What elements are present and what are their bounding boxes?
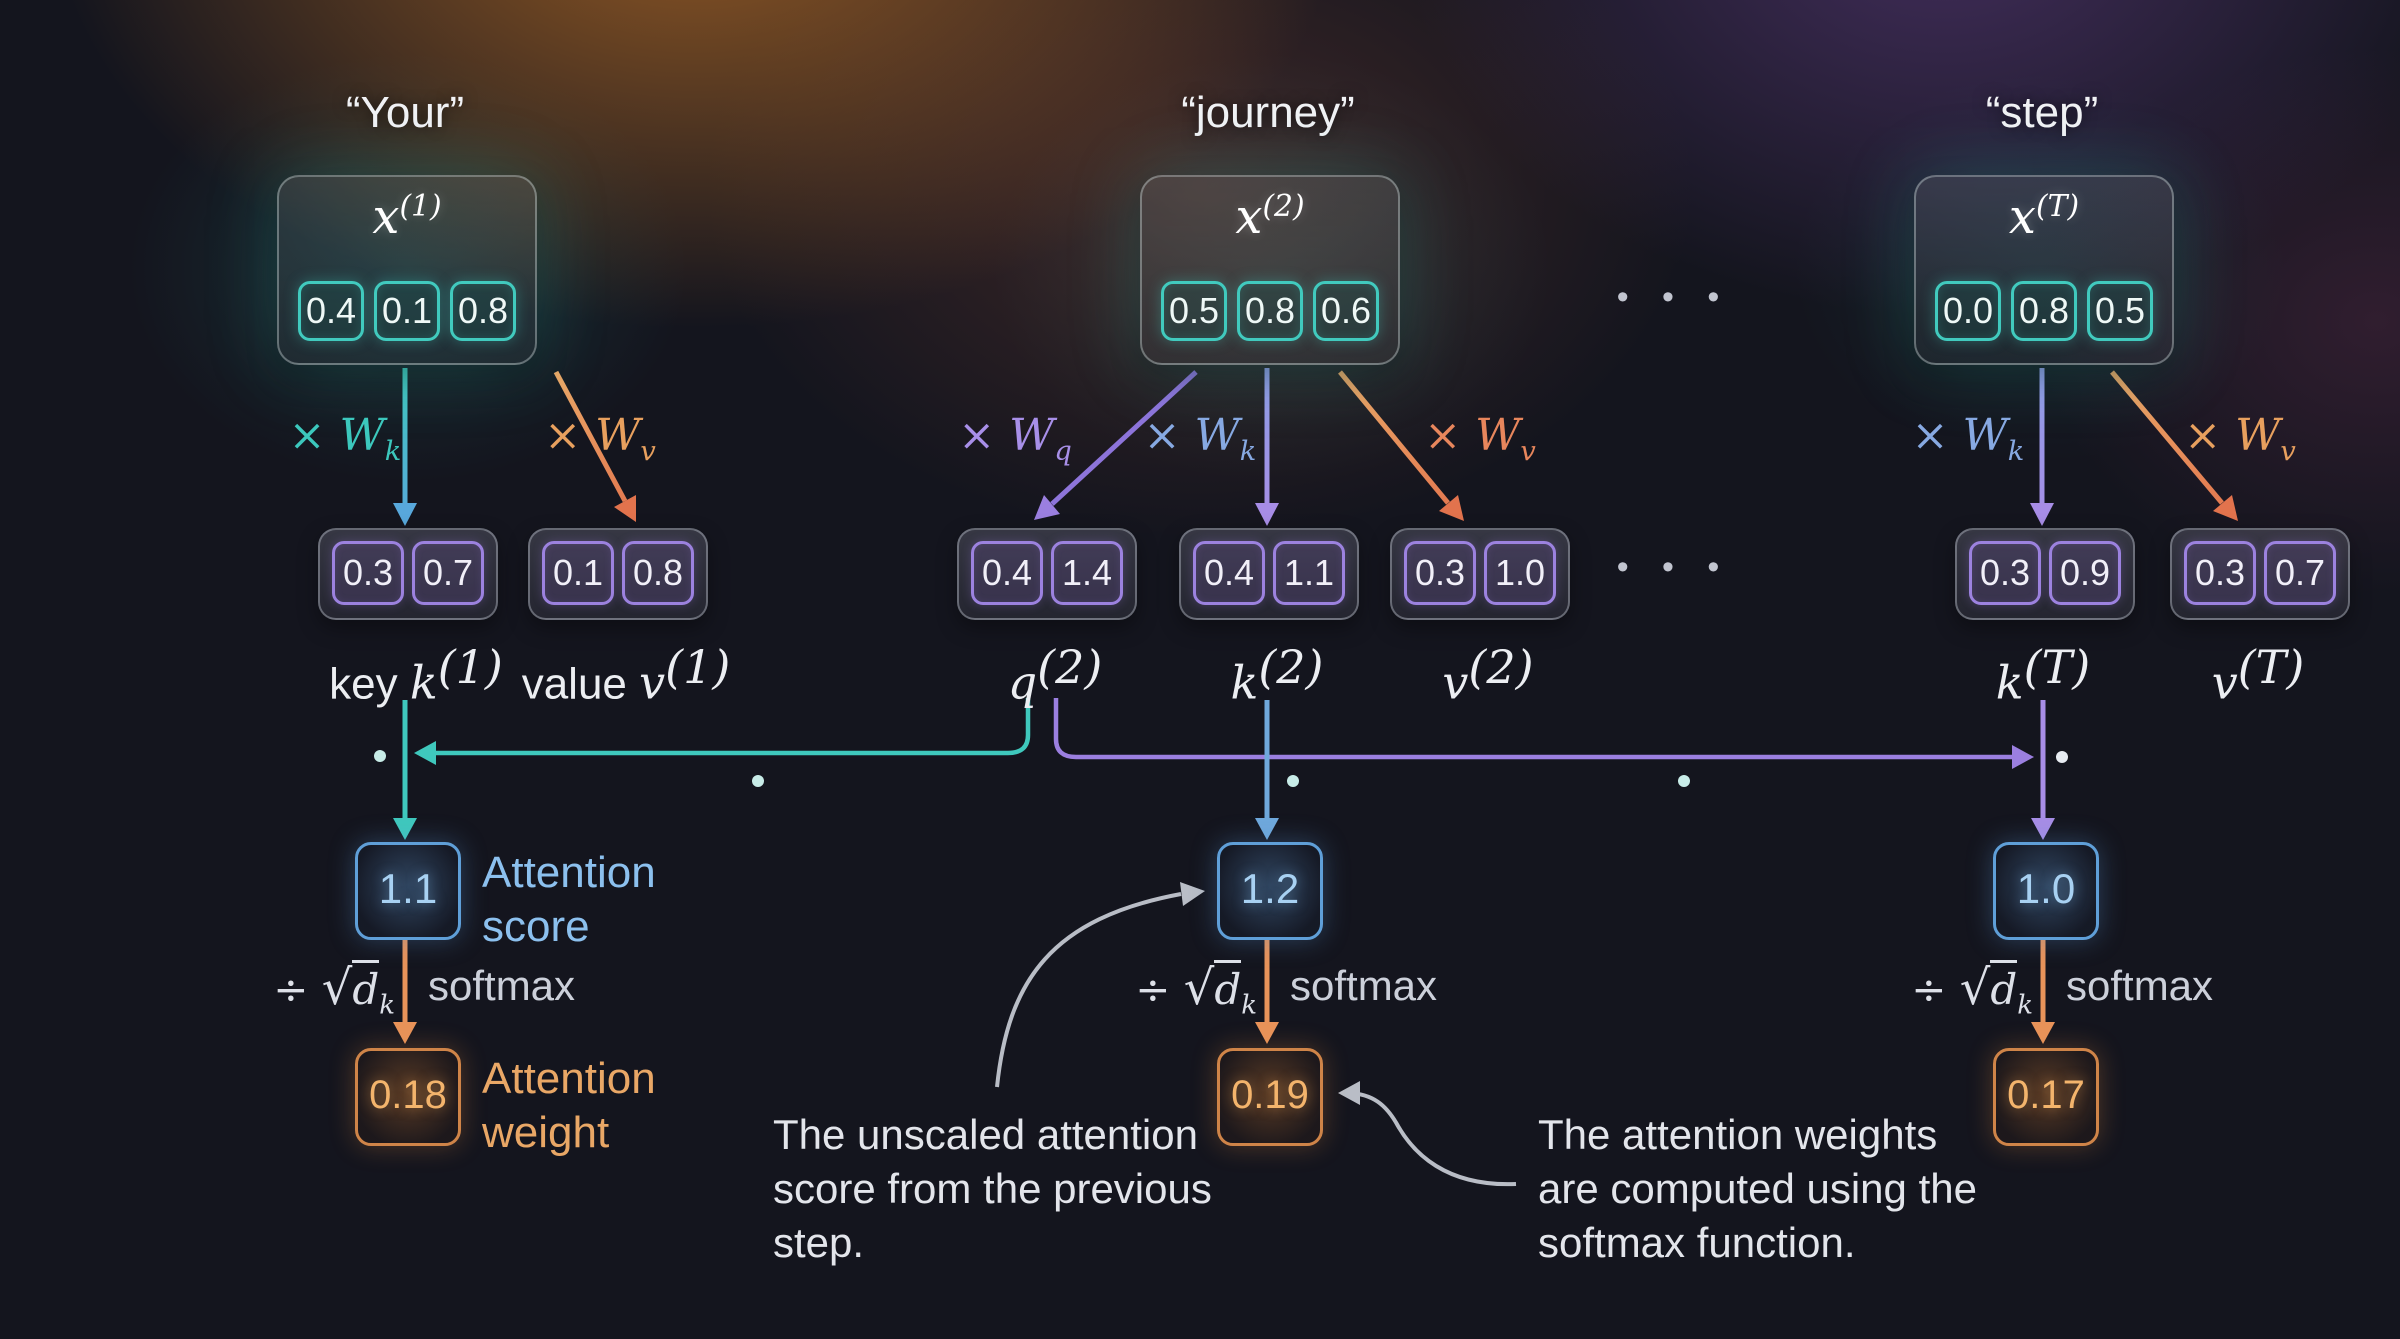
token-word-your: “Your” — [345, 88, 465, 137]
vector-cell: 0.3 — [1969, 541, 2041, 605]
divide-sqrt-dk-label-2: ÷ √dk — [1135, 960, 1257, 1021]
vector-cell: 0.8 — [1237, 281, 1303, 341]
vector-cell: 0.1 — [374, 281, 440, 341]
embedding-box-x1: x(1) 0.4 0.1 0.8 — [277, 175, 537, 365]
weight-label-wv-tokenT: × Wv — [2184, 410, 2296, 467]
vector-cell: 0.8 — [2011, 281, 2077, 341]
vector-label-xT: x(T) — [2008, 189, 2080, 245]
token-word-journey: “journey” — [1181, 88, 1355, 137]
dot-product-dot — [1287, 775, 1299, 787]
vector-cell: 0.3 — [1404, 541, 1476, 605]
weight-label-wk-token1: × Wk — [288, 410, 402, 467]
weight-label-wk-token2: × Wk — [1143, 410, 1257, 467]
vector-cell: 0.4 — [971, 541, 1043, 605]
value2-label: v(2) — [1442, 640, 1534, 710]
key2-box: 0.4 1.1 — [1179, 528, 1359, 620]
attention-score-2: 1.2 — [1217, 842, 1323, 940]
divide-sqrt-dk-label-1: ÷ √dk — [273, 960, 395, 1021]
vector-cell: 0.7 — [412, 541, 484, 605]
attention-score-caption: Attention score — [482, 848, 656, 951]
key1-label: key k(1) — [329, 640, 503, 710]
valueT-label: v(T) — [2211, 640, 2305, 710]
attention-weight-T: 0.17 — [1993, 1048, 2099, 1146]
arrow-scoreT-to-weightT — [2031, 940, 2055, 1044]
embedding-box-xT: x(T) 0.0 0.8 0.5 — [1914, 175, 2174, 365]
query2-label: q(2) — [1007, 640, 1103, 710]
query2-box: 0.4 1.4 — [957, 528, 1137, 620]
ellipsis-projections: • • • — [1616, 548, 1732, 586]
vector-cell: 0.3 — [2184, 541, 2256, 605]
arrow-score1-to-weight1 — [393, 940, 417, 1044]
arrow-score2-to-weight2 — [1255, 940, 1279, 1044]
arrow-kT-to-scoreT — [2031, 700, 2055, 840]
weight-label-wq-token2: × Wq — [958, 410, 1072, 467]
key1-box: 0.3 0.7 — [318, 528, 498, 620]
ellipsis-embeddings: • • • — [1616, 278, 1732, 316]
vector-cell: 0.4 — [298, 281, 364, 341]
vector-cell: 0.4 — [1193, 541, 1265, 605]
value2-box: 0.3 1.0 — [1390, 528, 1570, 620]
weight-label-wv-token1: × Wv — [544, 410, 656, 467]
dot-product-dot — [374, 750, 386, 762]
vector-cell: 1.0 — [1484, 541, 1556, 605]
attention-score-T: 1.0 — [1993, 842, 2099, 940]
annotation-unscaled-score: The unscaled attention score from the pr… — [773, 1111, 1212, 1266]
value1-box: 0.1 0.8 — [528, 528, 708, 620]
softmax-label-2: softmax — [1290, 962, 1438, 1009]
vector-label-x1: x(1) — [372, 189, 442, 245]
vector-cell: 0.5 — [1161, 281, 1227, 341]
attention-weight-2: 0.19 — [1217, 1048, 1323, 1146]
vector-cell: 0.9 — [2049, 541, 2121, 605]
vector-cell: 1.4 — [1051, 541, 1123, 605]
arrow-k2-to-score2 — [1255, 700, 1279, 840]
weight-label-wk-tokenT: × Wk — [1911, 410, 2025, 467]
vector-cell: 0.0 — [1935, 281, 2001, 341]
vector-cell: 1.1 — [1273, 541, 1345, 605]
vector-cell: 0.7 — [2264, 541, 2336, 605]
vector-cell: 0.6 — [1313, 281, 1379, 341]
annotation-softmax-weights: The attention weights are computed using… — [1538, 1111, 1977, 1266]
keyT-box: 0.3 0.9 — [1955, 528, 2135, 620]
valueT-box: 0.3 0.7 — [2170, 528, 2350, 620]
divide-sqrt-dk-label-T: ÷ √dk — [1911, 960, 2033, 1021]
weight-label-wv-token2: × Wv — [1424, 410, 1536, 467]
vector-cell: 0.8 — [622, 541, 694, 605]
attention-weight-caption: Attention weight — [482, 1054, 656, 1157]
vector-cell: 0.1 — [542, 541, 614, 605]
value1-label: value v(1) — [521, 640, 731, 710]
attention-weight-1: 0.18 — [355, 1048, 461, 1146]
vector-label-x2: x(2) — [1235, 189, 1305, 245]
embedding-box-x2: x(2) 0.5 0.8 0.6 — [1140, 175, 1400, 365]
softmax-label-1: softmax — [428, 962, 576, 1009]
dot-product-dot — [752, 775, 764, 787]
arrow-key1-to-score1 — [393, 700, 417, 840]
attention-score-1: 1.1 — [355, 842, 461, 940]
dot-product-dot — [2056, 751, 2068, 763]
vector-cell: 0.8 — [450, 281, 516, 341]
softmax-label-T: softmax — [2066, 962, 2214, 1009]
annotation-arrow-softmax-weight — [1338, 1081, 1517, 1187]
vector-cell: 0.5 — [2087, 281, 2153, 341]
vector-cell: 0.3 — [332, 541, 404, 605]
token-word-step: “step” — [1985, 88, 2099, 137]
dot-product-dot — [1678, 775, 1690, 787]
